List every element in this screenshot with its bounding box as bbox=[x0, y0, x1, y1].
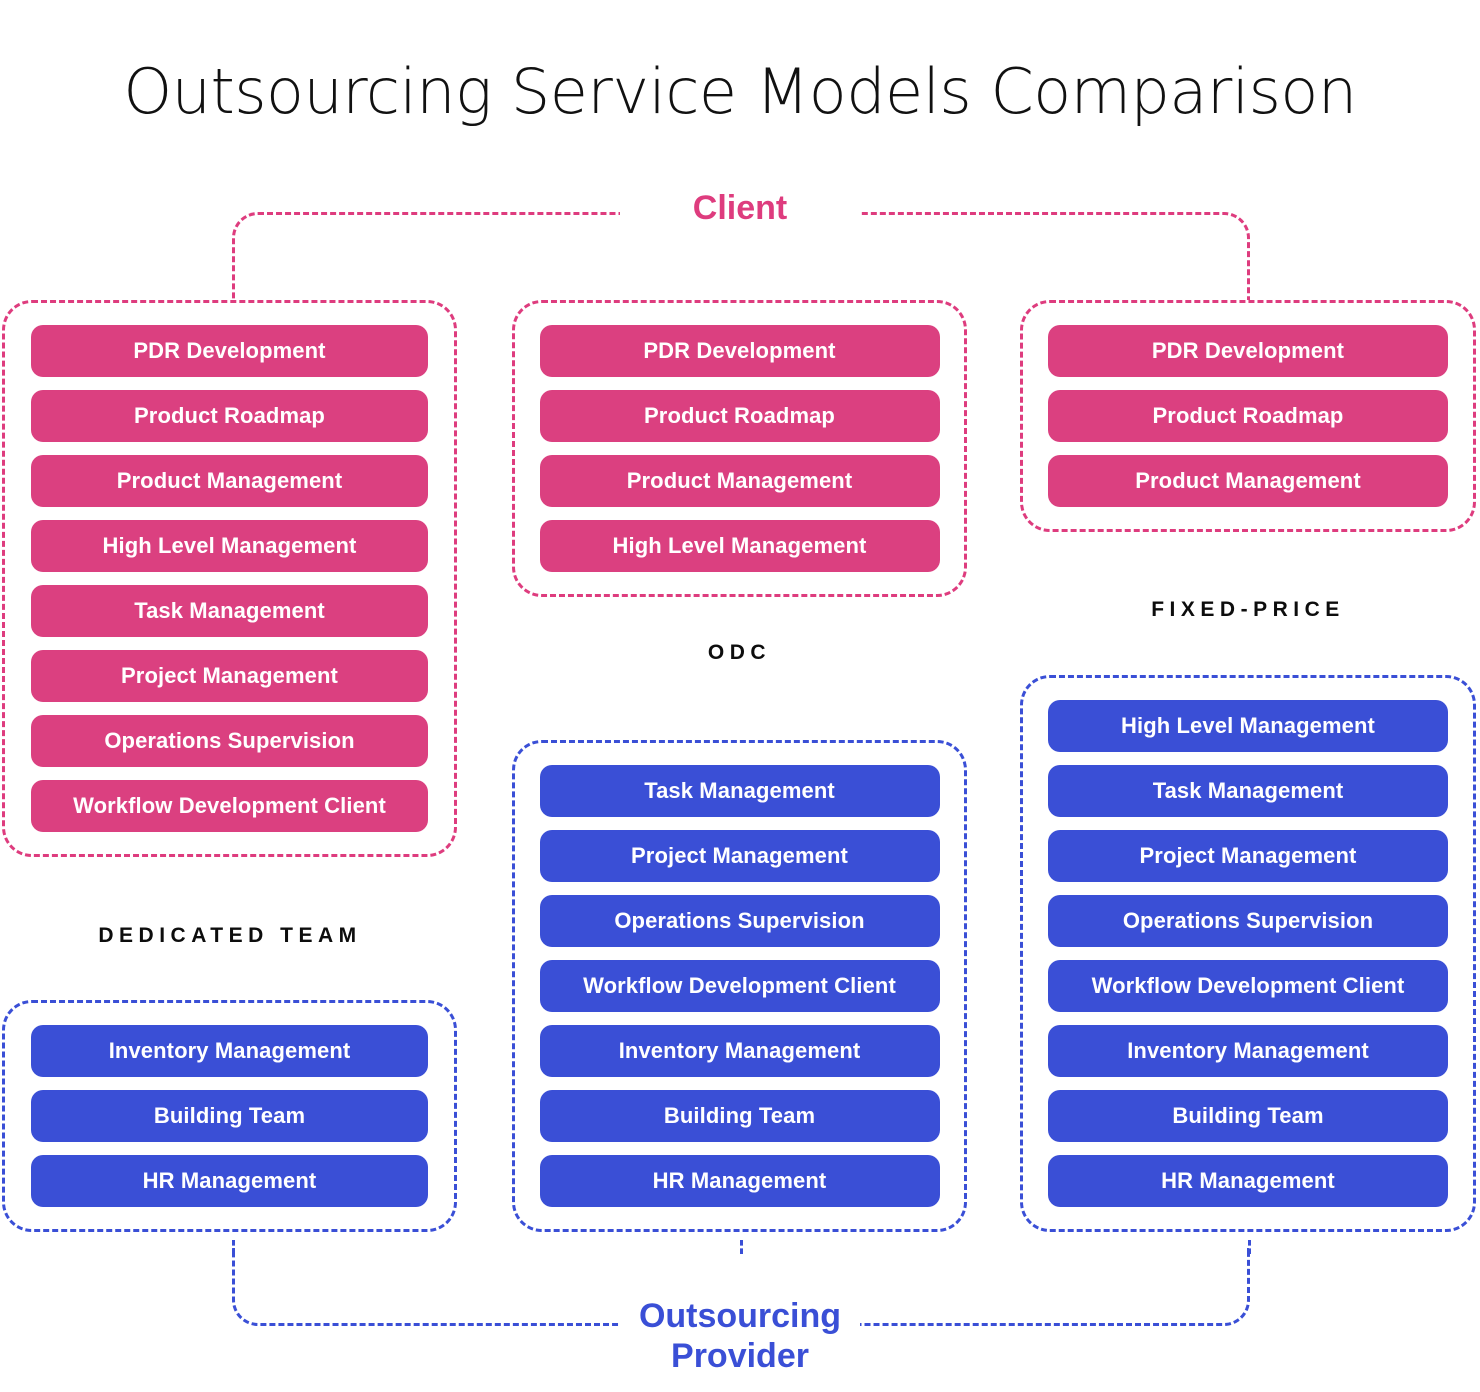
service-pill[interactable]: High Level Management bbox=[1048, 700, 1448, 752]
service-pill[interactable]: HR Management bbox=[539, 1155, 940, 1207]
client-label-mask bbox=[620, 198, 860, 232]
service-pill[interactable]: Project Management bbox=[31, 650, 428, 702]
service-pill[interactable]: Task Management bbox=[539, 765, 940, 817]
model-caption-fixed-price: FIXED-PRICE bbox=[1151, 598, 1345, 621]
service-pill[interactable]: High Level Management bbox=[539, 520, 940, 572]
service-pill[interactable]: Inventory Management bbox=[31, 1025, 428, 1077]
service-pill[interactable]: PDR Development bbox=[539, 325, 940, 377]
service-pill[interactable]: PDR Development bbox=[31, 325, 428, 377]
service-pill[interactable]: Building Team bbox=[1048, 1090, 1448, 1142]
service-pill[interactable]: Workflow Development Client bbox=[539, 960, 940, 1012]
service-pill[interactable]: Inventory Management bbox=[1048, 1025, 1448, 1077]
provider-bracket-stub-left bbox=[232, 1240, 235, 1254]
page-title: Outsourcing Service Models Comparison bbox=[123, 54, 1357, 128]
service-pill[interactable]: Operations Supervision bbox=[31, 715, 428, 767]
service-pill[interactable]: High Level Management bbox=[31, 520, 428, 572]
service-pill[interactable]: Product Roadmap bbox=[539, 390, 940, 442]
client-group-label: Client bbox=[692, 189, 788, 227]
service-pill[interactable]: Workflow Development Client bbox=[31, 780, 428, 832]
provider-bracket-stub-right bbox=[1248, 1240, 1251, 1254]
service-pill[interactable]: HR Management bbox=[1048, 1155, 1448, 1207]
provider-group-label: Outsourcing Provider bbox=[638, 1297, 842, 1375]
service-pill[interactable]: Operations Supervision bbox=[1048, 895, 1448, 947]
service-pill[interactable]: Project Management bbox=[1048, 830, 1448, 882]
service-pill[interactable]: Project Management bbox=[539, 830, 940, 882]
service-pill[interactable]: Task Management bbox=[1048, 765, 1448, 817]
service-pill[interactable]: Building Team bbox=[31, 1090, 428, 1142]
service-pill[interactable]: HR Management bbox=[31, 1155, 428, 1207]
service-pill[interactable]: Product Management bbox=[31, 455, 428, 507]
model-caption-odc: ODC bbox=[707, 641, 772, 664]
service-pill[interactable]: Task Management bbox=[31, 585, 428, 637]
service-pill[interactable]: Workflow Development Client bbox=[1048, 960, 1448, 1012]
service-pill[interactable]: Product Roadmap bbox=[31, 390, 428, 442]
service-pill[interactable]: Product Roadmap bbox=[1048, 390, 1448, 442]
service-pill[interactable]: Building Team bbox=[539, 1090, 940, 1142]
provider-bracket-stub-middle bbox=[740, 1240, 743, 1254]
service-pill[interactable]: Inventory Management bbox=[539, 1025, 940, 1077]
model-caption-dedicated-team: DEDICATED TEAM bbox=[98, 924, 362, 947]
service-pill[interactable]: Operations Supervision bbox=[539, 895, 940, 947]
provider-label-mask bbox=[620, 1306, 860, 1346]
service-pill[interactable]: Product Management bbox=[539, 455, 940, 507]
service-pill[interactable]: Product Management bbox=[1048, 455, 1448, 507]
service-pill[interactable]: PDR Development bbox=[1048, 325, 1448, 377]
